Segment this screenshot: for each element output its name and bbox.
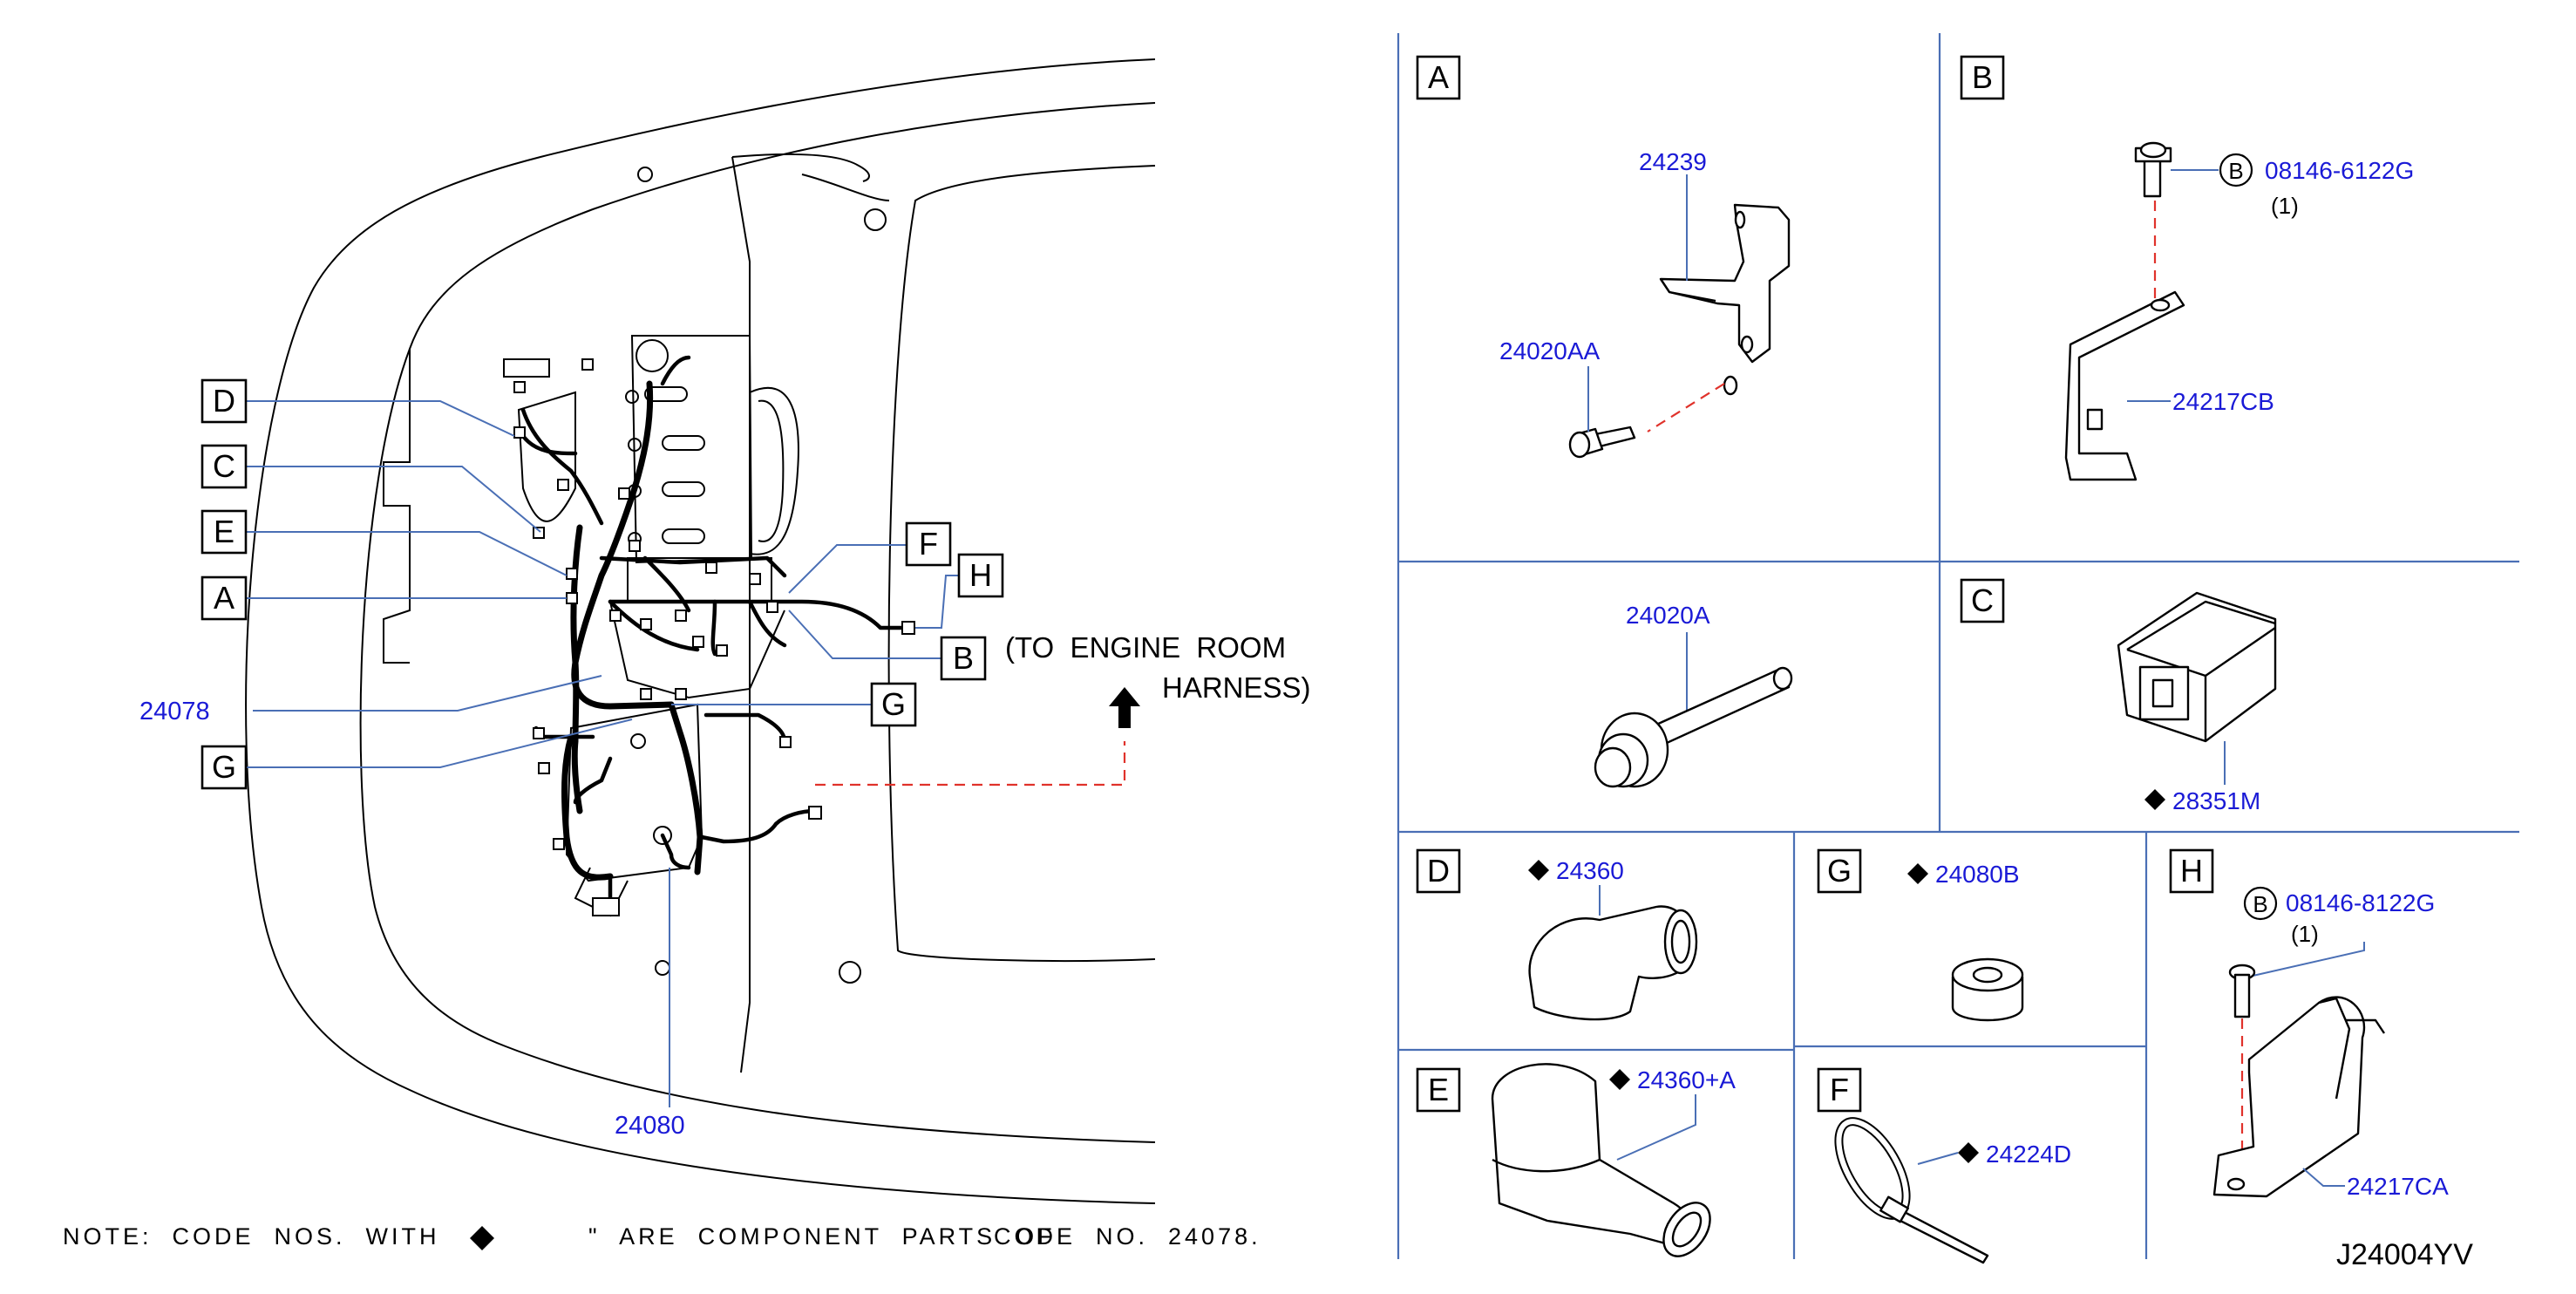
part-08146-8122g-label: 08146-8122G [2286, 889, 2435, 916]
callout-e: E [201, 509, 248, 555]
part-24080-label: 24080 [615, 1112, 685, 1140]
panel-h-bolt-badge: B [2253, 891, 2267, 917]
panel-a-letter: A [1428, 59, 1449, 95]
main-leaders [244, 400, 959, 1107]
panel-f-letter: F [1830, 1072, 1849, 1107]
bracket-24239 [1659, 203, 1791, 396]
connector-28351m [2117, 591, 2277, 743]
callout-g-left: G [201, 745, 248, 790]
diamond-icon [1528, 860, 1549, 881]
bolt-08146-8122g [2228, 964, 2256, 1018]
part-24020a-label: 24020A [1626, 602, 1710, 629]
diamond-icon [1907, 863, 1928, 884]
callout-g-right: G [870, 682, 917, 727]
engine-room-note-line1: (TO ENGINE ROOM [1005, 631, 1286, 664]
callout-a: A [201, 575, 248, 621]
panel-b-bolt-badge: B [2228, 158, 2243, 184]
callout-d: D [201, 378, 248, 424]
callout-h-label: H [969, 557, 992, 593]
bolt-24020aa [1568, 426, 1636, 459]
part-24239-label: 24239 [1639, 148, 1707, 175]
callout-a-label: A [214, 580, 234, 616]
panel-b-letter: B [1972, 59, 1993, 95]
bolt-08146-6122g [2134, 141, 2172, 198]
part-24217cb-label: 24217CB [2172, 388, 2274, 415]
panel-d: D 24360 [1416, 848, 1698, 1021]
panel-h-bolt-qty: (1) [2291, 921, 2319, 947]
cable-tie-24224d [1834, 1117, 1989, 1264]
panel-b-bolt-qty: (1) [2271, 193, 2299, 219]
callout-c-label: C [213, 448, 235, 484]
harness-connectors [503, 358, 915, 916]
clip-24217ca [2212, 996, 2385, 1198]
panel-d-letter: D [1427, 853, 1450, 889]
vehicle-body-outline [245, 58, 1156, 1204]
panel-grid [1397, 33, 2519, 1259]
stud-bolt-24020a [1594, 666, 1793, 788]
callout-b-label: B [953, 640, 974, 676]
diagram-id: J24004YV [2336, 1238, 2473, 1271]
part-24080b-label: 24080B [1935, 861, 2020, 888]
boot-24360-a [1491, 1063, 1711, 1257]
part-24360-a-label: 24360+A [1637, 1066, 1736, 1093]
part-24224d-label: 24224D [1986, 1141, 2071, 1168]
footer-note-part2: " ARE COMPONENT PARTS OF [588, 1223, 1056, 1250]
callout-g-right-label: G [881, 686, 906, 722]
diamond-icon [2144, 789, 2165, 810]
diamond-icon [1958, 1142, 1979, 1163]
callout-f-label: F [919, 526, 938, 562]
part-24360-label: 24360 [1556, 857, 1624, 884]
panel-b: B B 08146-6122G (1) 24217CB [1960, 55, 2414, 481]
diamond-icon [1609, 1069, 1630, 1090]
diamond-icon [470, 1226, 494, 1250]
main-harness [520, 355, 909, 909]
panel-e-letter: E [1428, 1072, 1449, 1107]
callout-f: F [905, 521, 952, 567]
footer-note-part1: NOTE: CODE NOS. WITH [63, 1223, 440, 1250]
panel-h: H B 08146-8122G (1) 24217CA [2169, 848, 2449, 1200]
panel-c: C 28351M [1960, 578, 2277, 814]
panel-e: E 24360+A [1416, 1063, 1736, 1257]
engine-room-guide-line [815, 741, 1126, 787]
panel-h-letter: H [2180, 853, 2203, 889]
part-24217ca-label: 24217CA [2347, 1173, 2449, 1200]
part-08146-6122g-label: 08146-6122G [2265, 157, 2414, 184]
part-24078-label: 24078 [139, 698, 210, 725]
callout-h: H [957, 553, 1004, 598]
panel-a: A 24239 24020AA [1416, 55, 1791, 459]
panel-g-letter: G [1827, 853, 1852, 889]
callout-b: B [940, 636, 987, 681]
panel-a2: 24020A [1594, 602, 1793, 788]
bracket-24217cb [2064, 290, 2185, 481]
part-28351m-label: 28351M [2172, 787, 2260, 814]
panel-g: G 24080B [1817, 848, 2024, 1022]
panel-f: F 24224D [1817, 1067, 2071, 1264]
part-24020aa-label: 24020AA [1499, 337, 1601, 364]
callout-d-label: D [213, 383, 235, 419]
callout-g-left-label: G [212, 749, 236, 785]
callout-c: C [201, 444, 248, 489]
panel-c-letter: C [1971, 582, 1994, 618]
grommet-24080b [1951, 957, 2024, 1022]
engine-block [517, 335, 799, 699]
boot-24360 [1528, 905, 1698, 1021]
footer-code-no: CODE NO. 24078. [994, 1223, 1261, 1250]
arrow-up-icon [1109, 687, 1140, 728]
callout-e-label: E [214, 514, 234, 549]
engine-room-note-line2: HARNESS) [1162, 671, 1311, 704]
